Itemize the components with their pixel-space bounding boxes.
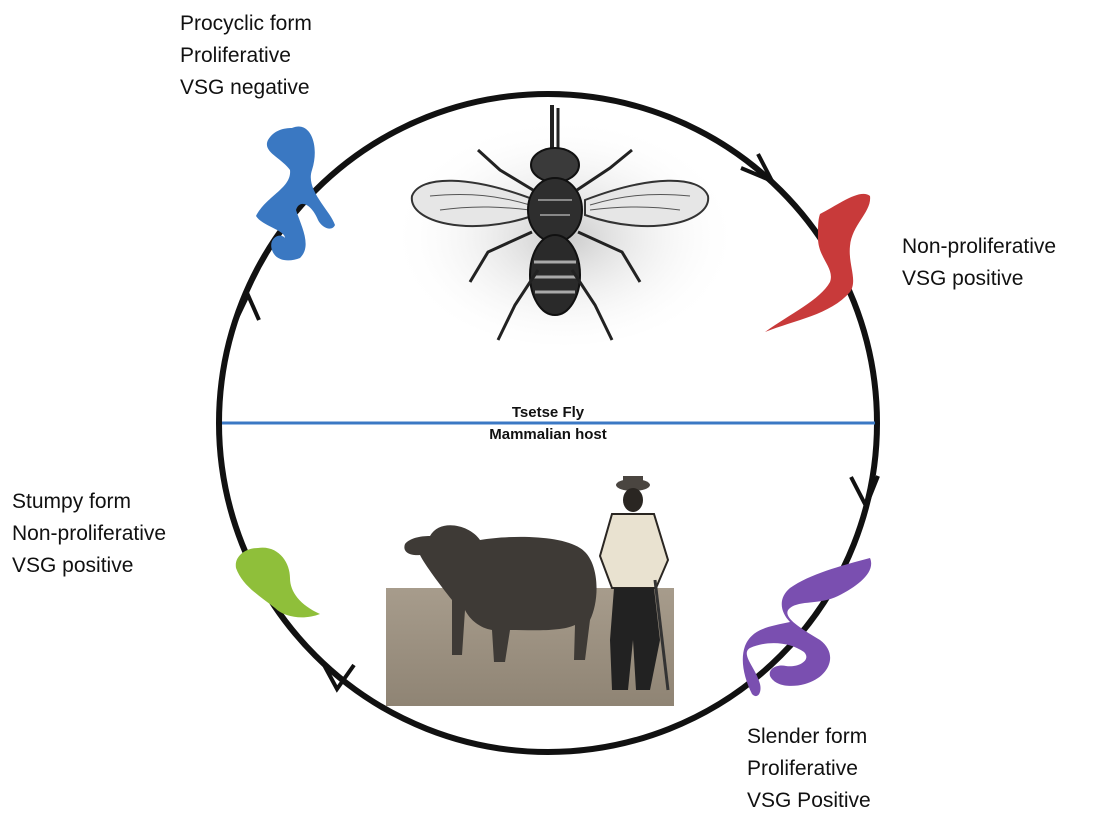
procyclic-form-label: Procyclic form Proliferative VSG negativ…: [180, 8, 312, 104]
slender-line-2: Proliferative: [747, 753, 871, 785]
procyclic-line-2: Proliferative: [180, 40, 312, 72]
stumpy-form-label: Stumpy form Non-proliferative VSG positi…: [12, 486, 166, 582]
stumpy-line-2: Non-proliferative: [12, 518, 166, 550]
procyclic-form-trypanosome: [256, 126, 335, 260]
metacyclic-line-2: VSG positive: [902, 263, 1056, 295]
slender-line-1: Slender form: [747, 721, 871, 753]
metacyclic-form-label: Non-proliferative VSG positive: [902, 231, 1056, 295]
tsetse-fly-illustration: [390, 105, 740, 345]
procyclic-line-1: Procyclic form: [180, 8, 312, 40]
stumpy-line-1: Stumpy form: [12, 486, 166, 518]
stumpy-line-3: VSG positive: [12, 550, 166, 582]
slender-form-label: Slender form Proliferative VSG Positive: [747, 721, 871, 817]
mammalian-host-label: Mammalian host: [398, 426, 698, 443]
procyclic-line-3: VSG negative: [180, 72, 312, 104]
slender-line-3: VSG Positive: [747, 785, 871, 817]
metacyclic-line-1: Non-proliferative: [902, 231, 1056, 263]
tsetse-fly-label: Tsetse Fly: [398, 404, 698, 421]
mammalian-host-scene: [386, 476, 674, 706]
stumpy-form-trypanosome: [236, 548, 320, 618]
